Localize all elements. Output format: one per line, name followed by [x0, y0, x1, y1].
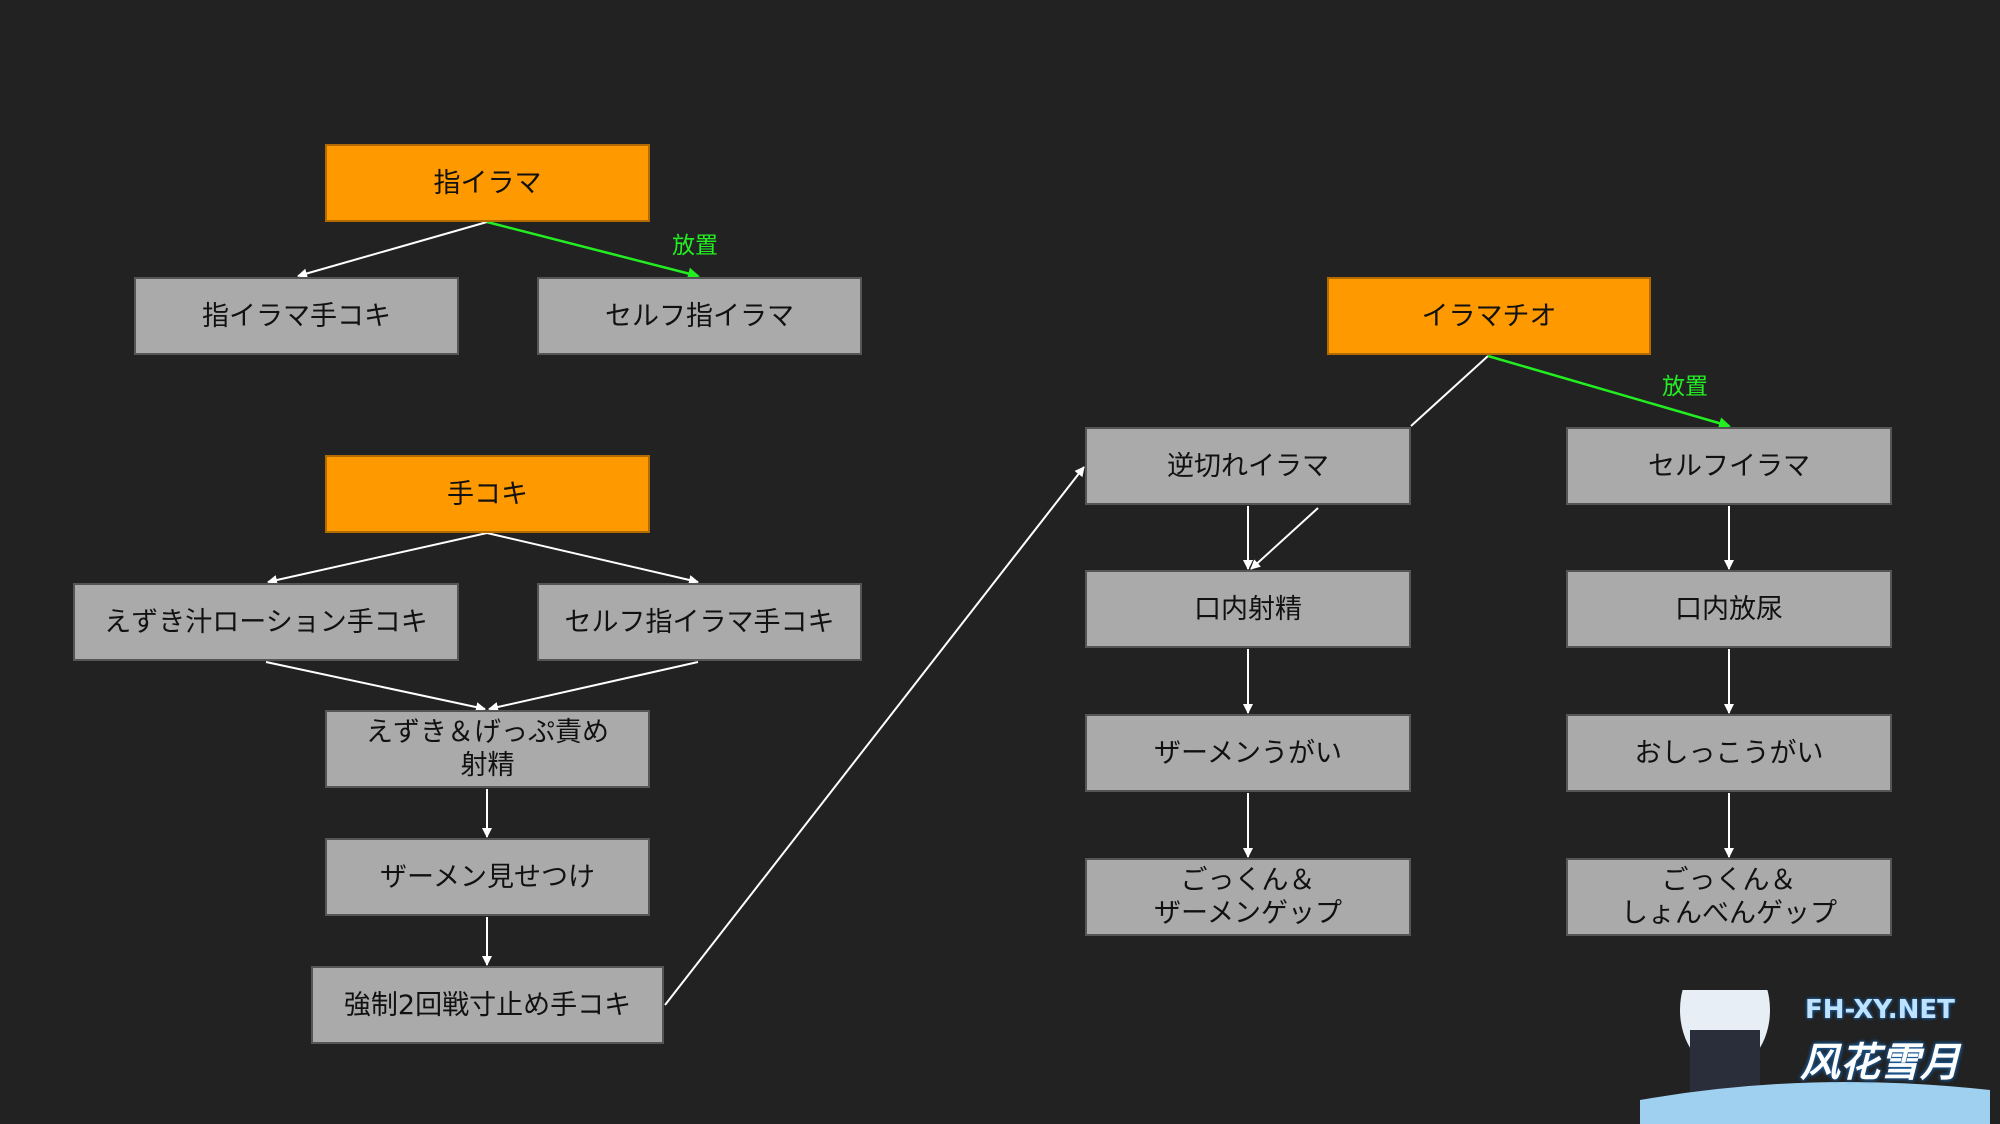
- edge-houchi: [486, 220, 700, 280]
- edge: [265, 661, 486, 713]
- node-yubi-irama-tekoki: 指イラマ手コキ: [134, 277, 459, 355]
- edge: [486, 532, 699, 585]
- edge-houchi: [1487, 354, 1731, 429]
- watermark-character-icon: [1640, 990, 1990, 1124]
- edge-label-houchi: 放置: [1662, 374, 1708, 400]
- edge: [297, 221, 488, 279]
- node-kounai-hounyou: 口内放尿: [1566, 570, 1892, 648]
- edge: [267, 532, 488, 585]
- node-self-irama: セルフイラマ: [1566, 427, 1892, 505]
- node-kounai-shasei: 口内射精: [1085, 570, 1411, 648]
- node-ezuki-geppu: えずき＆げっぷ責め 射精: [325, 710, 650, 788]
- node-gyakugire: 逆切れイラマ: [1085, 427, 1411, 505]
- node-self-yubi-irama-tekoki: セルフ指イラマ手コキ: [537, 583, 862, 661]
- node-self-yubi-irama: セルフ指イラマ: [537, 277, 862, 355]
- node-gokkun-semen: ごっくん＆ ザーメンゲップ: [1085, 858, 1411, 936]
- node-yubi-irama: 指イラマ: [325, 144, 650, 222]
- edge: [488, 661, 699, 712]
- watermark-name: 风花雪月: [1800, 1040, 1960, 1086]
- edge: [1250, 507, 1319, 570]
- edge-label-houchi: 放置: [672, 233, 718, 259]
- watermark-site: FH-XY.NET: [1805, 995, 1955, 1025]
- edge: [1410, 355, 1489, 427]
- node-oshikko-ugai: おしっこうがい: [1566, 714, 1892, 792]
- node-kyousei: 強制2回戦寸止め手コキ: [311, 966, 664, 1044]
- node-semen-misetsuke: ザーメン見せつけ: [325, 838, 650, 916]
- node-iramachio: イラマチオ: [1327, 277, 1651, 355]
- edge: [664, 466, 1085, 1006]
- node-semen-ugai: ザーメンうがい: [1085, 714, 1411, 792]
- node-gokkun-shonben: ごっくん＆ しょんべんゲップ: [1566, 858, 1892, 936]
- node-ezuki-lotion: えずき汁ローション手コキ: [73, 583, 459, 661]
- node-tekoki: 手コキ: [325, 455, 650, 533]
